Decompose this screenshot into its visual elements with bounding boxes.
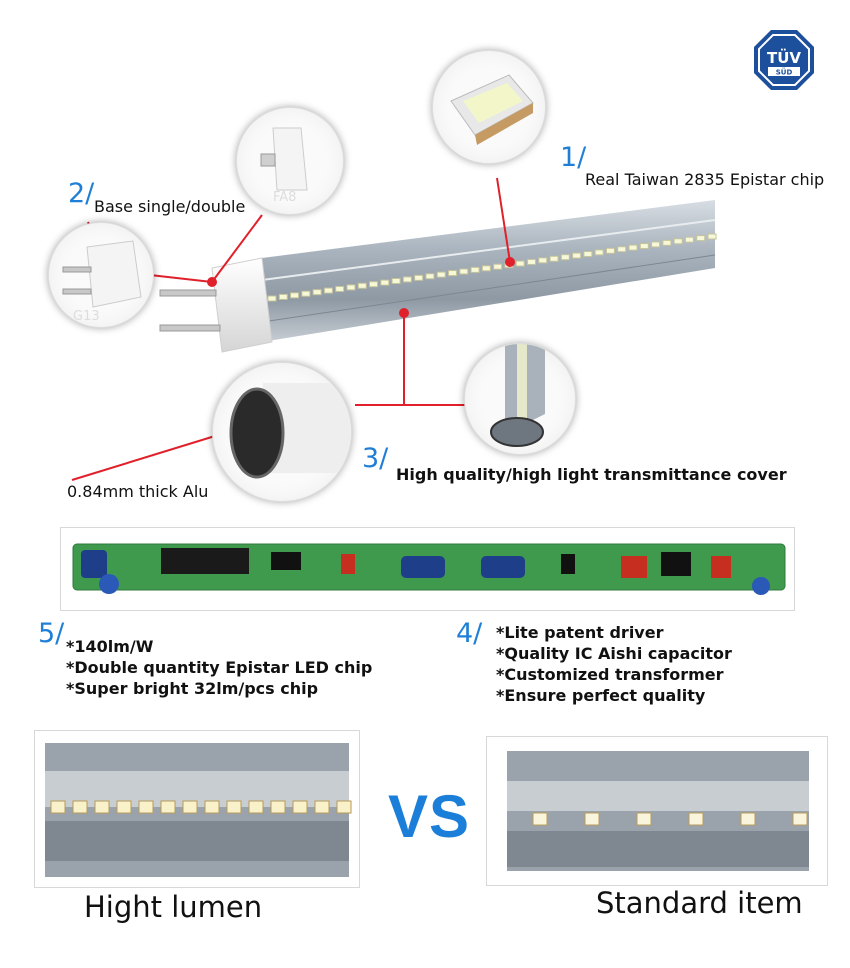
led-chip: [301, 290, 311, 297]
led-chip: [617, 246, 627, 253]
led-chip: [290, 292, 300, 299]
led-chip: [572, 252, 582, 259]
led-chip: [226, 800, 242, 814]
led-chip: [493, 263, 503, 270]
led-chip: [160, 800, 176, 814]
led-chip: [414, 274, 424, 281]
feature-5-number: 5/: [38, 618, 65, 649]
led-chip: [583, 250, 593, 257]
cover-closeup-circle: [464, 343, 576, 455]
led-chip: [248, 800, 264, 814]
tuv-sud-badge: TÜV SÜD: [752, 28, 816, 92]
svg-text:TÜV: TÜV: [767, 48, 801, 67]
high-lumen-caption: Hight lumen: [84, 890, 263, 924]
standard-item-caption: Standard item: [596, 886, 803, 920]
feature-3-number: 3/: [362, 443, 389, 474]
led-chip: [684, 236, 694, 243]
led-chip: [515, 260, 525, 267]
led-chip: [549, 255, 559, 262]
led-chip: [538, 257, 548, 264]
feature-2-text: Base single/double: [94, 197, 246, 216]
feature-4-item: *Quality IC Aishi capacitor: [496, 644, 732, 663]
alu-closeup-circle: [212, 362, 352, 502]
led-chip: [651, 241, 661, 248]
led-chip: [336, 800, 352, 814]
led-chip: [72, 800, 88, 814]
led-chip: [470, 266, 480, 273]
led-chip: [292, 800, 308, 814]
feature-2-number: 2/: [68, 178, 95, 209]
alu-text: 0.84mm thick Alu: [67, 482, 209, 501]
high-lumen-panel: [34, 730, 360, 888]
fa8-base-circle: FA8: [236, 107, 344, 215]
led-chip: [278, 293, 288, 300]
vs-label: VS: [388, 783, 471, 850]
led-chip: [436, 271, 446, 278]
chip-closeup-circle: [432, 50, 546, 164]
feature-5-item: *Double quantity Epistar LED chip: [66, 658, 373, 677]
led-chip: [740, 812, 756, 826]
led-chip: [182, 800, 198, 814]
fa8-label: FA8: [273, 190, 297, 205]
feature-4-list: *Lite patent driver *Quality IC Aishi ca…: [496, 622, 732, 706]
led-chip: [584, 812, 600, 826]
led-chip: [696, 235, 706, 242]
led-chip: [267, 295, 277, 302]
feature-4-item: *Lite patent driver: [496, 623, 664, 642]
led-chip: [688, 812, 704, 826]
feature-5-list: *140lm/W *Double quantity Epistar LED ch…: [66, 636, 372, 699]
led-chip: [481, 265, 491, 272]
led-chip: [532, 812, 548, 826]
led-chip: [312, 289, 322, 296]
svg-text:SÜD: SÜD: [776, 68, 793, 77]
led-chip: [628, 244, 638, 251]
feature-3-text: High quality/high light transmittance co…: [396, 465, 787, 484]
g13-base-circle: G13: [48, 222, 154, 328]
led-chip: [346, 284, 356, 291]
feature-4-number: 4/: [456, 618, 483, 649]
led-chip: [116, 800, 132, 814]
feature-5-item: *Super bright 32lm/pcs chip: [66, 679, 319, 698]
led-chip: [323, 287, 333, 294]
led-chip: [94, 800, 110, 814]
led-chip: [335, 285, 345, 292]
led-chip: [707, 233, 717, 240]
feature-5-item: *140lm/W: [66, 637, 154, 656]
led-chip: [425, 273, 435, 280]
led-chip: [792, 812, 808, 826]
led-chip: [380, 279, 390, 286]
led-chip: [138, 800, 154, 814]
led-chip: [594, 249, 604, 256]
led-chip: [357, 282, 367, 289]
feature-1-number: 1/: [560, 142, 587, 173]
led-chip: [50, 800, 66, 814]
feature-4-item: *Ensure perfect quality: [496, 686, 706, 705]
feature-4-item: *Customized transformer: [496, 665, 724, 684]
led-chip: [639, 243, 649, 250]
g13-label: G13: [73, 309, 100, 324]
led-tube-illustration: [71, 177, 717, 481]
led-chip: [314, 800, 330, 814]
led-chip: [636, 812, 652, 826]
led-chip: [662, 239, 672, 246]
led-chip: [391, 278, 401, 285]
led-chip: [369, 281, 379, 288]
led-chip: [402, 276, 412, 283]
led-chip: [526, 258, 536, 265]
driver-board-panel: [60, 527, 795, 611]
led-chip: [270, 800, 286, 814]
feature-1-text: Real Taiwan 2835 Epistar chip: [585, 170, 825, 189]
led-chip: [605, 247, 615, 254]
led-chip: [560, 254, 570, 261]
led-chip: [204, 800, 220, 814]
led-chip: [459, 268, 469, 275]
led-chip: [673, 238, 683, 245]
led-chip: [448, 270, 458, 277]
standard-item-panel: [486, 736, 828, 886]
